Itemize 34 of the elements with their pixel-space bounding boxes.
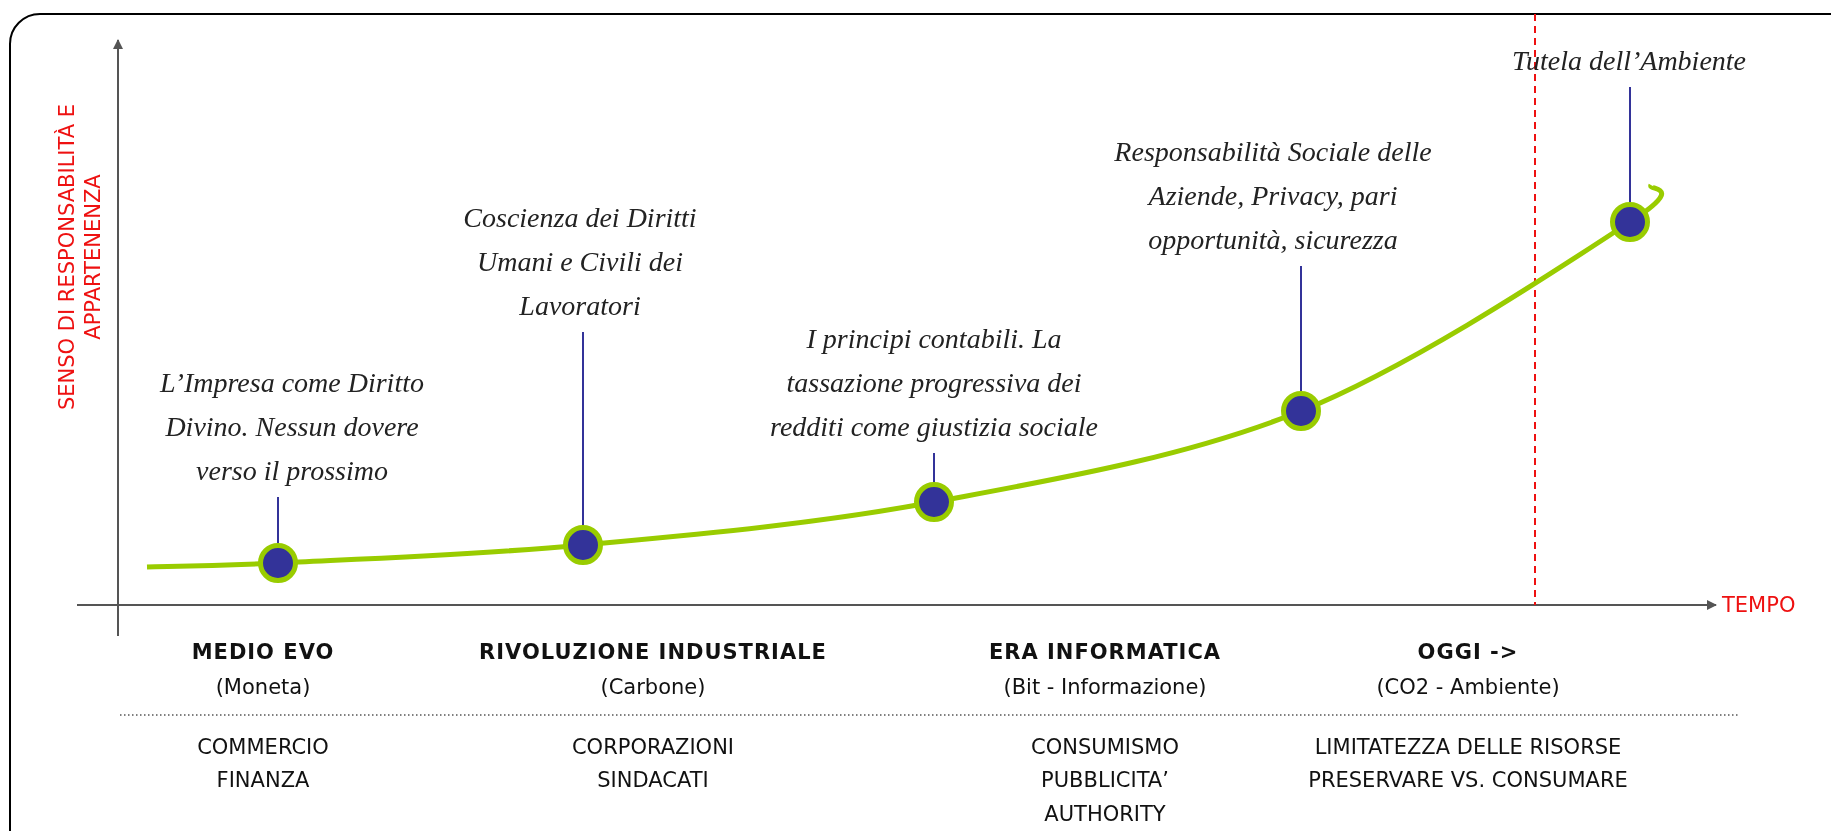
annotation-text: Tutela dell’Ambiente <box>1479 39 1779 83</box>
annotation-text: Responsabilità Sociale delle Aziende, Privacy, pari opportunità, sicurezza <box>1105 130 1441 262</box>
era-subtitle: (Moneta) <box>215 674 311 701</box>
milestone-dot <box>563 525 603 565</box>
era-heading: ERA INFORMATICA <box>988 639 1222 666</box>
theme-text: FINANZA <box>216 767 310 794</box>
theme-text: CONSUMISMO <box>1031 734 1179 761</box>
leader-line <box>1629 86 1631 203</box>
era-subtitle: (Bit - Informazione) <box>1003 674 1207 701</box>
theme-text: PUBBLICITA’ <box>1041 767 1169 794</box>
axis-title: TEMPO <box>1722 592 1796 619</box>
annotation-text: L’Impresa come Diritto Divino. Nessun dovere verso il prossimo <box>147 361 437 493</box>
era-subtitle: (Carbone) <box>600 674 706 701</box>
leader-line <box>277 496 279 544</box>
leader-line <box>582 331 584 526</box>
theme-text: LIMITATEZZA DELLE RISORSE <box>1314 734 1622 761</box>
annotation-text: Coscienza dei Diritti Umani e Civili dei Lavoratori <box>440 196 720 328</box>
leader-line <box>933 452 935 483</box>
era-subtitle: (CO2 - Ambiente) <box>1376 674 1560 701</box>
axis-title: SENSO DI RESPONSABILITÀ E APPARTENENZA <box>54 102 106 413</box>
milestone-dot <box>1281 391 1321 431</box>
leader-line <box>1300 265 1302 392</box>
theme-text: COMMERCIO <box>197 734 329 761</box>
era-heading: OGGI -> <box>1417 639 1519 666</box>
milestone-dot <box>914 482 954 522</box>
theme-text: PRESERVARE VS. CONSUMARE <box>1308 767 1628 794</box>
theme-text: SINDACATI <box>597 767 709 794</box>
milestone-dot <box>1610 202 1650 242</box>
theme-text: AUTHORITY <box>1044 801 1166 828</box>
annotation-text: I principi contabili. La tassazione progressiva dei redditi come giustizia sociale <box>756 317 1112 449</box>
theme-text: CORPORAZIONI <box>571 734 735 761</box>
milestone-dot <box>258 543 298 583</box>
era-heading: RIVOLUZIONE INDUSTRIALE <box>479 639 827 666</box>
era-heading: MEDIO EVO <box>191 639 335 666</box>
